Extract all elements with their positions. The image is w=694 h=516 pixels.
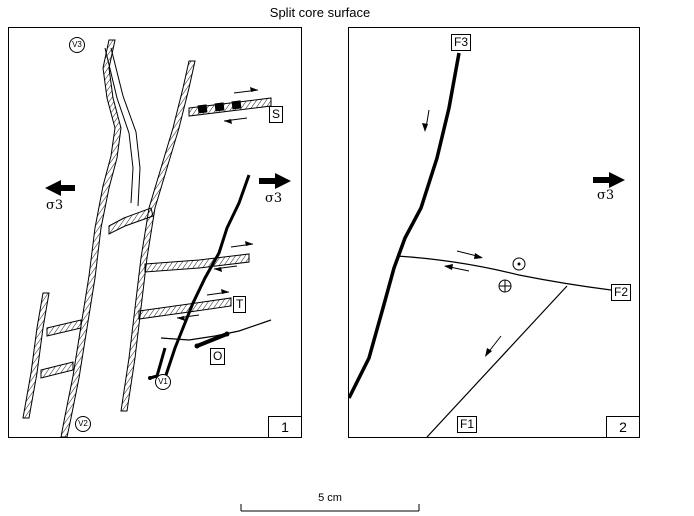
t-arrowhead-top (221, 289, 229, 294)
vein-o-end-1 (194, 343, 200, 349)
panel-1: V3 V2 V1 S T O σ3 σ3 1 (8, 27, 302, 438)
vein-s-dash-2 (214, 102, 225, 112)
label-sigma3: σ3 (597, 188, 615, 203)
s-arrowhead-top (250, 87, 258, 92)
vein-left-small (22, 292, 50, 419)
label-v3: V3 (69, 37, 85, 53)
panel-number-1: 1 (268, 416, 301, 437)
f1-slip-arrowhead (485, 348, 492, 357)
figure-title: Split core surface (269, 5, 371, 20)
s-arrowhead-bottom (224, 119, 232, 124)
label-t: T (233, 296, 247, 313)
vein-o-end-2 (224, 331, 230, 337)
fault-f2 (396, 255, 612, 291)
scale-bar-label: 5 cm (318, 492, 342, 504)
vein-s-dash-3 (231, 100, 242, 110)
panel-2: F3 F2 F1 σ3 2 (348, 27, 640, 438)
out-of-page-symbol (512, 257, 526, 271)
panel-number-2: 2 (606, 416, 639, 437)
sigma3-arrow-right (259, 173, 291, 189)
vein-connector-upper (108, 207, 154, 235)
out-of-page-dot (517, 262, 521, 266)
panel-1-drawing (22, 39, 291, 437)
t-arrowhead-bottom (177, 316, 185, 321)
f2-arrowhead-top (474, 253, 483, 259)
vein-connector-lower-1 (46, 319, 82, 337)
vein-v1 (163, 174, 251, 379)
fault-f3 (349, 52, 461, 399)
vein-v3-a (104, 47, 134, 204)
mid-arrowhead-top (245, 241, 253, 246)
fault-f1 (426, 285, 568, 437)
scale-bar (240, 504, 420, 512)
label-sigma3-left: σ3 (46, 198, 64, 213)
sigma3-arrow (593, 172, 625, 188)
vein-middle-horizontal (144, 253, 250, 273)
f2-arrowhead-bottom (444, 264, 453, 270)
f3-slip-arrowhead (422, 123, 428, 132)
label-sigma3-right: σ3 (265, 191, 283, 206)
label-v2: V2 (75, 416, 91, 432)
vein-v2-left (60, 39, 122, 437)
sigma3-arrow-left (45, 180, 75, 196)
vein-right-main (120, 60, 196, 412)
vein-connector-lower-2 (40, 361, 74, 379)
vein-o-segment (196, 332, 228, 348)
label-o: O (210, 348, 226, 365)
vein-t (138, 297, 232, 320)
vein-s-dash-1 (197, 104, 208, 114)
panel-2-drawing (349, 52, 625, 437)
vein-o (160, 319, 272, 341)
mid-arrowhead-bottom (214, 267, 222, 272)
label-f1: F1 (457, 416, 478, 433)
label-f3: F3 (451, 34, 472, 51)
label-s: S (269, 106, 284, 123)
vein-v3-b (110, 47, 141, 207)
label-f2: F2 (611, 284, 632, 301)
label-v1: V1 (155, 374, 171, 390)
